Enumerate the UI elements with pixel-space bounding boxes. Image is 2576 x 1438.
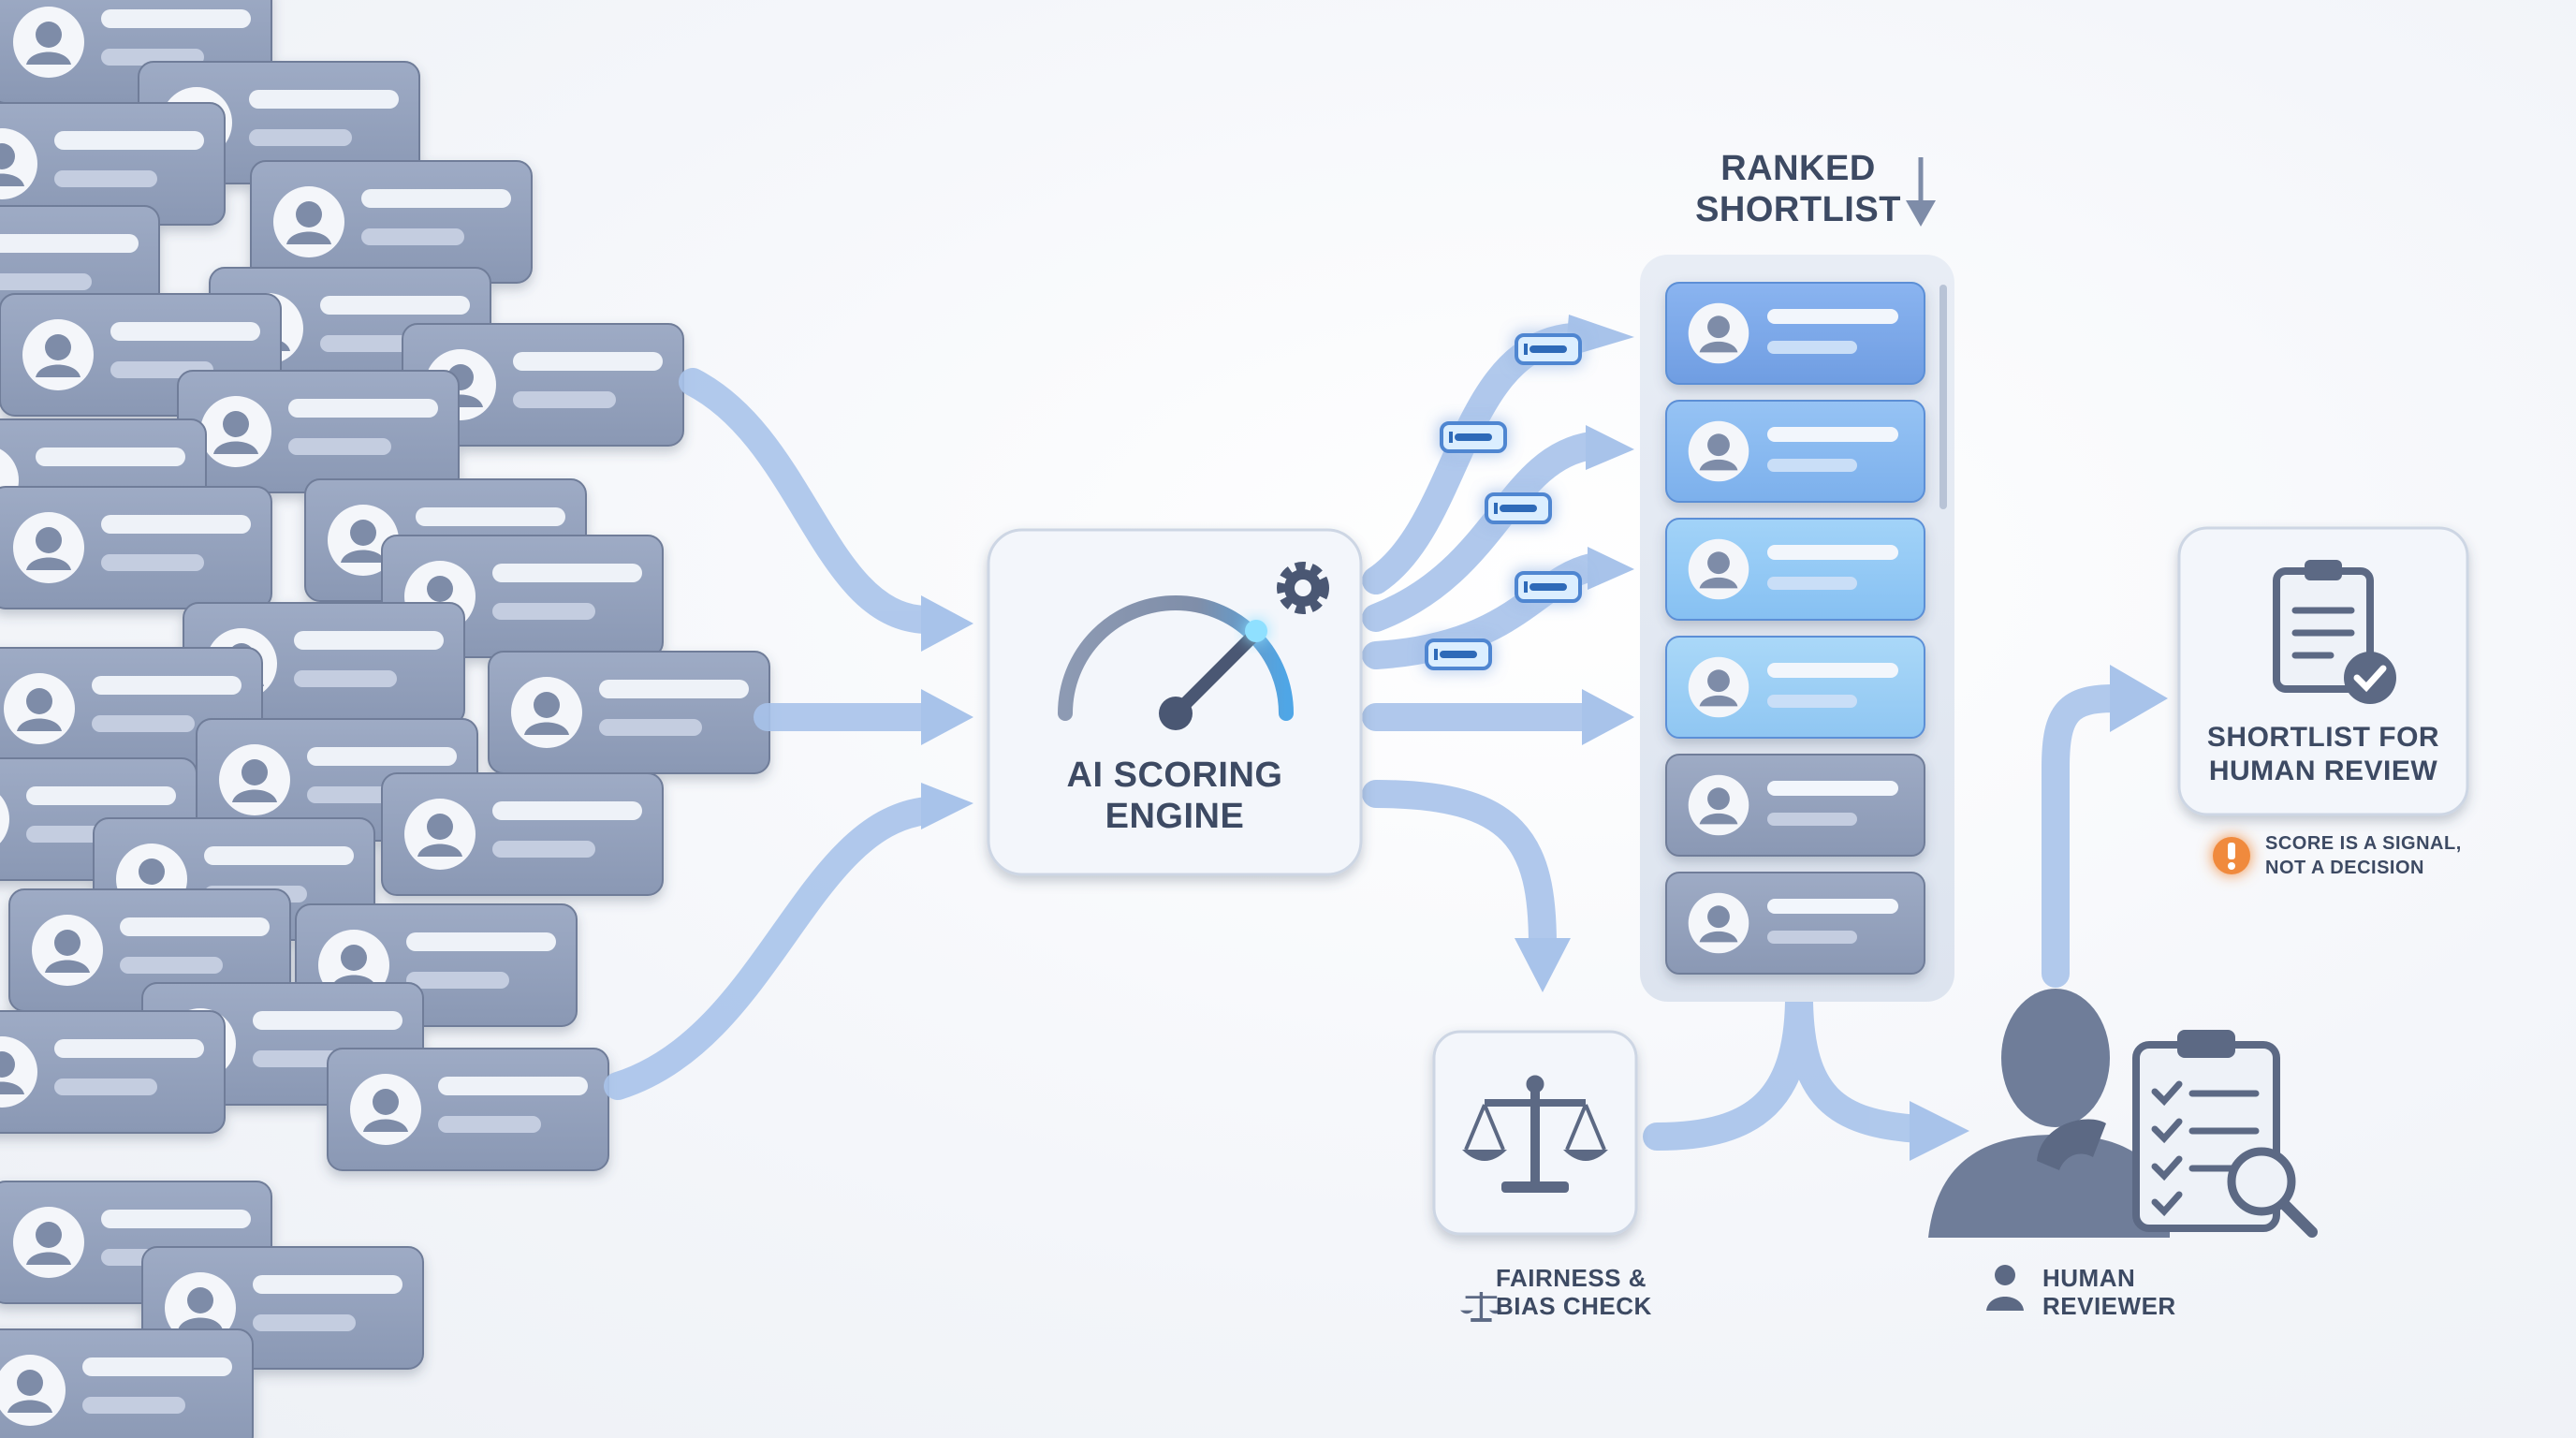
arrow-heads: [921, 315, 2168, 1161]
shortlist-card[interactable]: [1665, 636, 1925, 739]
reviewer-arrow: [1785, 988, 1933, 1143]
fairness-out-arrow: [1643, 988, 1813, 1151]
arrowhead: [2110, 665, 2168, 732]
reviewer-label-line1: HUMAN: [2042, 1264, 2136, 1292]
arrow-down-icon: [1906, 157, 1936, 227]
shortlist-card[interactable]: [1665, 400, 1925, 503]
avatar-icon: [1688, 774, 1749, 836]
score-chip: [1425, 638, 1492, 670]
arrowhead: [1586, 425, 1634, 470]
arrowhead: [1910, 1101, 1969, 1161]
shortlist-card[interactable]: [1665, 872, 1925, 975]
gear-icon: [1277, 562, 1329, 614]
output-note-line1: SCORE IS A SIGNAL,: [2265, 833, 2462, 854]
shortlist-title-line2: SHORTLIST: [1695, 190, 1901, 229]
input-arrow-bottom: [604, 797, 941, 1100]
fairness-label: FAIRNESS & BIAS CHECK: [1496, 1264, 1655, 1320]
avatar-icon: [1688, 656, 1749, 718]
applicant-card: [328, 1049, 608, 1170]
person-small-icon: [1986, 1265, 2024, 1311]
fairness-arrow: [1362, 780, 1557, 960]
applicant-card: [178, 371, 459, 492]
score-chip: [1515, 571, 1582, 603]
score-chip: [1485, 492, 1552, 524]
shortlist-card[interactable]: [1665, 518, 1925, 621]
score-chip: [1440, 421, 1507, 453]
output-label-line2: HUMAN REVIEW: [2208, 756, 2438, 786]
arrowhead: [921, 783, 973, 829]
arrowhead: [1515, 938, 1571, 992]
avatar-icon: [1688, 420, 1749, 482]
person-icon: [1928, 989, 2170, 1238]
applicant-card: [382, 773, 663, 895]
shortlist-card[interactable]: [1665, 282, 1925, 385]
applicant-card: [0, 487, 271, 609]
clipboard-review-icon: [2132, 1030, 2318, 1238]
fairness-label-line1: FAIRNESS &: [1496, 1264, 1647, 1292]
engine-label-line2: ENGINE: [1105, 797, 1245, 836]
applicant-card: [0, 1329, 253, 1438]
gauge-icon: [1058, 595, 1294, 730]
scales-icon: [1462, 1075, 1608, 1193]
reviewer-label-line2: REVIEWER: [2042, 1292, 2176, 1320]
applicant-card: [489, 652, 769, 773]
shortlist-title-line1: RANKED: [1720, 149, 1876, 188]
avatar-icon: [1688, 302, 1749, 364]
input-arrow-top: [679, 368, 941, 634]
shortlist-cards: [1665, 282, 1925, 975]
output-note: SCORE IS A SIGNAL, NOT A DECISION: [2265, 831, 2471, 880]
warning-icon: [2213, 837, 2250, 874]
applicant-pool: [0, 0, 769, 1438]
shortlist-card[interactable]: [1665, 754, 1925, 857]
arrowhead: [1588, 547, 1634, 590]
output-note-line2: NOT A DECISION: [2265, 858, 2424, 878]
applicant-card: [251, 161, 532, 283]
fairness-label-line2: BIAS CHECK: [1496, 1292, 1652, 1320]
applicant-card: [0, 1011, 225, 1133]
clipboard-check-icon: [2273, 560, 2396, 704]
reviewer-label: HUMAN REVIEWER: [2042, 1264, 2202, 1320]
scales-small-icon: [1460, 1292, 1502, 1322]
output-label-line1: SHORTLIST FOR: [2206, 722, 2440, 753]
avatar-icon: [1688, 538, 1749, 600]
score-chips: [1425, 333, 1582, 670]
arrowhead: [1565, 315, 1634, 358]
engine-label-line1: AI SCORING: [1066, 756, 1283, 795]
arrowhead: [921, 595, 973, 652]
avatar-icon: [1688, 892, 1749, 954]
output-label: SHORTLIST FOR HUMAN REVIEW: [2183, 721, 2464, 788]
shortlist-scrollbar[interactable]: [1939, 285, 1947, 509]
arrowhead: [1582, 689, 1634, 745]
score-chip: [1515, 333, 1582, 365]
arrowhead: [921, 689, 973, 745]
output-arrow: [2042, 684, 2130, 988]
shortlist-title: RANKED SHORTLIST: [1672, 148, 1925, 230]
engine-label: AI SCORING ENGINE: [1002, 755, 1348, 837]
